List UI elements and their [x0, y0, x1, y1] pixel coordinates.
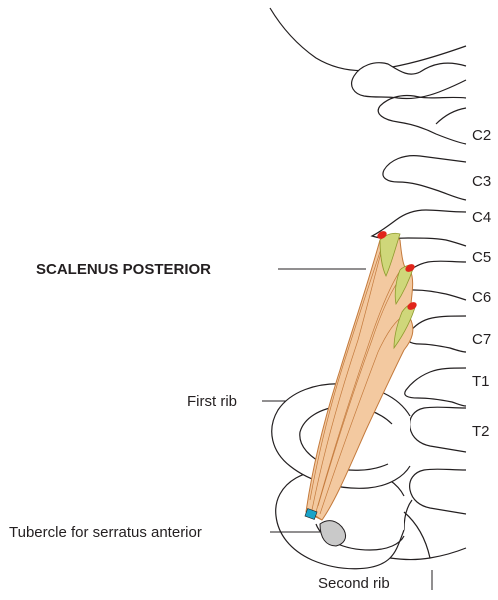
vertebra-c7-outline: [405, 368, 466, 406]
scalenus-posterior-label: SCALENUS POSTERIOR: [36, 261, 211, 278]
vertebra-label-t2: T2: [472, 423, 490, 440]
skull-outline: [270, 8, 466, 71]
vertebra-c3-outline: [383, 156, 466, 200]
vertebra-c2-outline: [378, 95, 466, 144]
vertebra-label-c2: C2: [472, 127, 491, 144]
vertebra-label-c3: C3: [472, 173, 491, 190]
vertebra-label-c6: C6: [472, 289, 491, 306]
vertebra-t2-outline: [410, 469, 466, 514]
vertebra-label-c4: C4: [472, 209, 491, 226]
second-rib-costal-cartilage: [404, 512, 430, 558]
tubercle-label: Tubercle for serratus anterior: [9, 524, 202, 541]
vertebra-label-t1: T1: [472, 373, 490, 390]
atlas-vertebra: [352, 63, 466, 99]
vertebra-c6-outline: [407, 316, 466, 352]
vertebra-label-c7: C7: [472, 331, 491, 348]
vertebra-c2-body: [436, 108, 466, 124]
vertebra-t1-outline: [410, 407, 466, 452]
first-rib-label: First rib: [187, 393, 237, 410]
second-rib-label: Second rib: [318, 575, 390, 592]
vertebra-label-c5: C5: [472, 249, 491, 266]
